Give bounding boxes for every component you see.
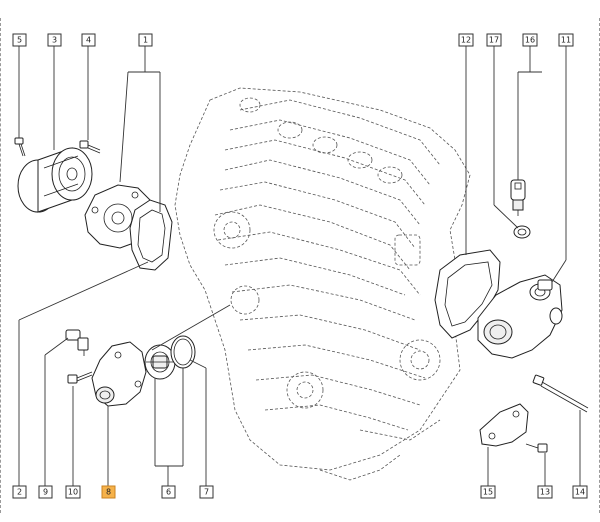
svg-text:10: 10 [68, 488, 78, 497]
frame-left-edge [0, 18, 7, 513]
callout-17[interactable]: 17 [486, 33, 502, 47]
svg-text:17: 17 [489, 36, 499, 45]
svg-text:5: 5 [17, 36, 22, 45]
svg-text:15: 15 [483, 488, 493, 497]
washer-part-17 [513, 225, 531, 239]
svg-text:8: 8 [106, 488, 111, 497]
callout-14[interactable]: 14 [572, 485, 588, 499]
gasket-part-12 [434, 249, 501, 339]
callout-13[interactable]: 13 [537, 485, 553, 499]
callout-6[interactable]: 6 [161, 485, 176, 499]
svg-text:2: 2 [17, 488, 22, 497]
callout-9[interactable]: 9 [38, 485, 53, 499]
callout-8-highlighted[interactable]: 8 [101, 485, 116, 499]
bolt-part-13 [525, 443, 548, 453]
callout-5[interactable]: 5 [12, 33, 27, 47]
svg-text:7: 7 [204, 488, 209, 497]
callout-7[interactable]: 7 [199, 485, 214, 499]
svg-text:12: 12 [461, 36, 471, 45]
leader-lines [18, 46, 581, 486]
callout-10[interactable]: 10 [65, 485, 81, 499]
bolt-part-4 [79, 140, 101, 154]
water-pump-part [84, 184, 173, 271]
engine-block [174, 87, 471, 481]
svg-text:9: 9 [43, 488, 48, 497]
thermostat-housing-part-8 [91, 341, 147, 407]
callout-4[interactable]: 4 [81, 33, 96, 47]
temp-sensor-part-16 [510, 179, 526, 216]
svg-text:4: 4 [86, 36, 91, 45]
callout-15[interactable]: 15 [480, 485, 496, 499]
callout-16[interactable]: 16 [522, 33, 538, 47]
callout-3[interactable]: 3 [47, 33, 62, 47]
sensor-plug-part-9 [65, 329, 89, 356]
svg-text:13: 13 [540, 488, 550, 497]
callout-1[interactable]: 1 [138, 33, 153, 47]
bolt-part-10 [67, 371, 93, 384]
svg-text:1: 1 [143, 36, 148, 45]
long-bolt-part-14 [532, 374, 589, 413]
svg-text:3: 3 [52, 36, 57, 45]
thermostat-part-6 [144, 344, 176, 380]
svg-text:6: 6 [166, 488, 171, 497]
bracket-part-15 [479, 403, 529, 447]
callout-12[interactable]: 12 [458, 33, 474, 47]
bolt-part-5 [14, 137, 26, 157]
callout-11[interactable]: 11 [558, 33, 574, 47]
o-ring-part-7 [170, 335, 196, 369]
svg-text:11: 11 [561, 36, 571, 45]
svg-text:14: 14 [575, 488, 585, 497]
water-outlet-housing-part-11 [477, 274, 563, 359]
callout-2[interactable]: 2 [12, 485, 27, 499]
svg-text:16: 16 [525, 36, 535, 45]
pulley-part [17, 147, 93, 213]
